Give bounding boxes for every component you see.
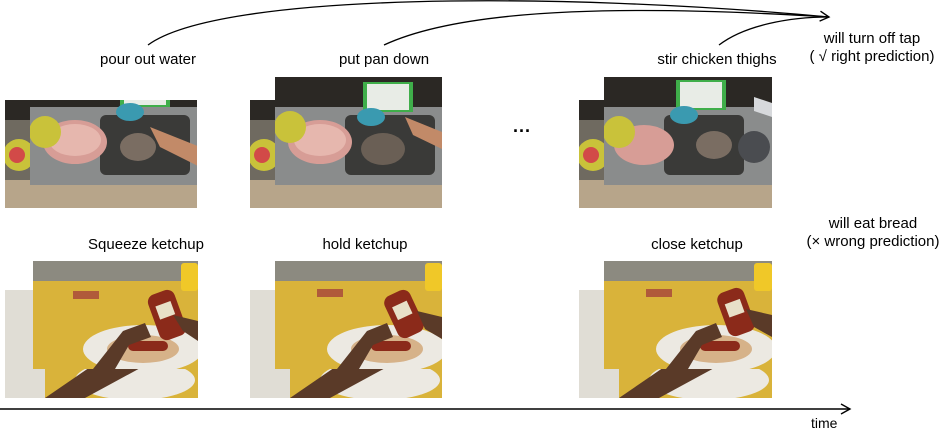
kitchen-sink-frame-front [275, 77, 442, 185]
prediction-line-1-row1: will turn off tap [823, 30, 921, 47]
video-frame-stack-put-pan-down [250, 77, 442, 208]
prediction-arc-from-put-pan-down [383, 9, 830, 46]
step-label-put-pan-down: put pan down [338, 51, 430, 68]
ellipsis: ... [513, 116, 532, 136]
ketchup-frame-front [275, 261, 442, 369]
ketchup-frame-front [604, 261, 772, 369]
step-label-squeeze-ketchup: Squeeze ketchup [88, 236, 204, 253]
step-label-stir-chicken-thighs: stir chicken thighs [657, 51, 777, 68]
video-frame-stack-close-ketchup [579, 261, 772, 398]
step-label-hold-ketchup: hold ketchup [322, 236, 408, 253]
prediction-arc-from-pour-out-water [147, 0, 831, 46]
video-frame-stack-squeeze-ketchup [5, 261, 198, 398]
ketchup-frame-front [33, 261, 198, 369]
prediction-line-2-row2: (× wrong prediction) [806, 233, 940, 250]
time-axis-label: time [811, 415, 838, 431]
video-frame-stack-stir-chicken-thighs [579, 77, 772, 208]
kitchen-sink-frame-front [30, 100, 197, 185]
step-label-pour-out-water: pour out water [100, 51, 196, 68]
prediction-line-1-row2: will eat bread [828, 215, 918, 232]
video-frame-stack-hold-ketchup [250, 261, 442, 398]
kitchen-sink-frame-front [604, 77, 772, 185]
prediction-line-2-row1: ( √ right prediction) [809, 48, 935, 65]
video-frame-stack-pour-out-water [5, 100, 197, 208]
prediction-arc-from-stir-chicken-thighs [718, 16, 830, 46]
step-label-close-ketchup: close ketchup [651, 236, 743, 253]
